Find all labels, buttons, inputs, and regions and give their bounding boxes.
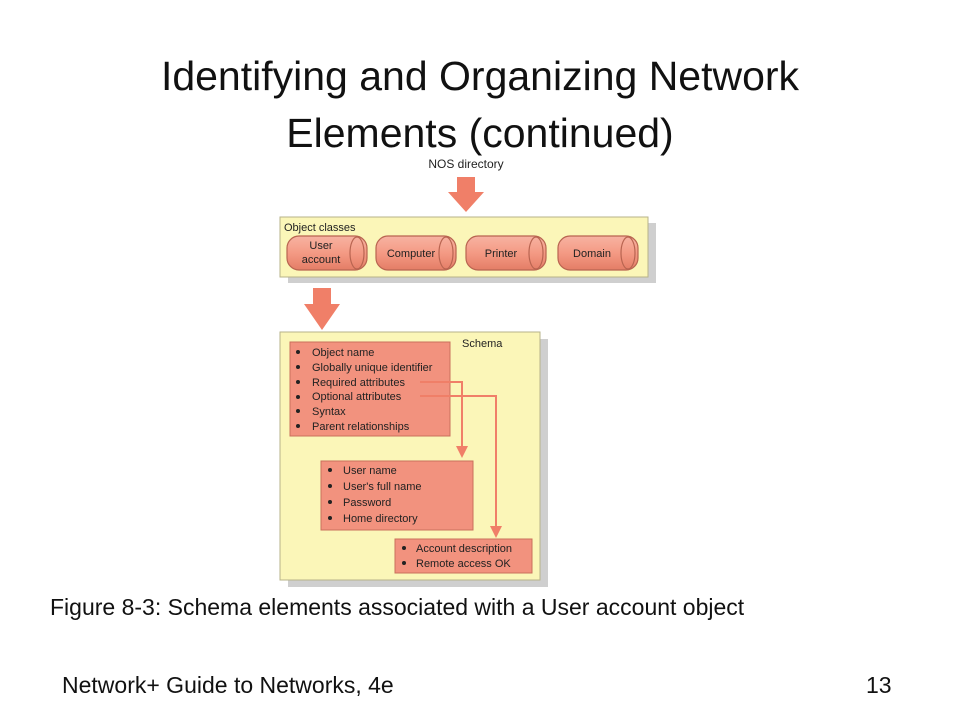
pill-label: Domain (573, 248, 611, 260)
title-line-1: Identifying and Organizing Network (160, 53, 800, 99)
arrow-head-icon (490, 526, 502, 538)
object-class-computer: Computer (375, 235, 457, 271)
optional-attributes-box (394, 538, 533, 574)
down-arrow-icon (448, 177, 484, 212)
object-class-domain: Domain (557, 235, 639, 271)
required-attributes-box (320, 460, 474, 531)
pill-label-line-2: account (302, 254, 341, 266)
schema-attribute: Syntax (312, 406, 346, 418)
slide-title: Identifying and Organizing Network Eleme… (40, 48, 920, 162)
schema-attribute: Globally unique identifier (312, 362, 433, 374)
schema-attribute: Parent relationships (312, 421, 410, 433)
required-attribute: Home directory (343, 513, 418, 525)
optional-attribute: Account description (416, 543, 512, 555)
footer-course-title: Network+ Guide to Networks, 4e (62, 672, 394, 698)
optional-attribute: Remote access OK (416, 558, 511, 570)
figure-caption: Figure 8-3: Schema elements associated w… (50, 594, 745, 620)
page-number: 13 (866, 672, 892, 698)
object-class-printer: Printer (465, 235, 547, 271)
arrow-head-icon (456, 446, 468, 458)
pill-label-line-1: User (309, 240, 333, 252)
required-attribute: User name (343, 465, 397, 477)
required-attribute: Password (343, 497, 391, 509)
title-line-2: Elements (continued) (286, 110, 674, 156)
schema-attribute: Object name (312, 347, 374, 359)
required-attribute: User's full name (343, 481, 422, 493)
nos-directory-label: NOS directory (428, 157, 503, 171)
pill-label: Computer (387, 248, 436, 260)
connector-lines (420, 381, 497, 526)
schema-attribute: Optional attributes (312, 391, 402, 403)
schema-label: Schema (462, 338, 503, 350)
schema-attribute: Required attributes (312, 377, 405, 389)
schema-attributes-box (289, 341, 451, 437)
down-arrow-icon (304, 288, 340, 330)
object-classes-label: Object classes (284, 222, 356, 234)
object-class-user-account: User account (286, 235, 368, 271)
pill-label: Printer (485, 248, 518, 260)
